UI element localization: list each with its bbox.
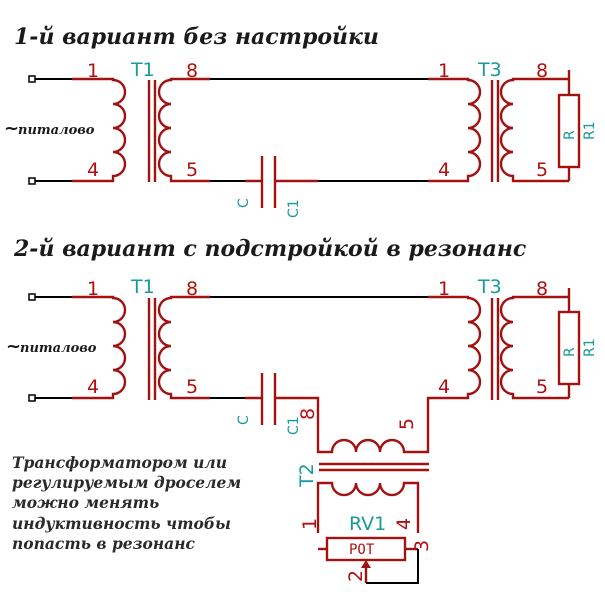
input-terminal-bottom-2 bbox=[28, 394, 72, 402]
c1-reference: C1 bbox=[286, 199, 302, 218]
input-terminal-top-2 bbox=[28, 293, 72, 301]
t2-pin-4: 4 bbox=[393, 518, 415, 530]
note-line-1: Трансформатором или bbox=[12, 453, 227, 472]
t3-pin-1-2: 1 bbox=[438, 278, 450, 300]
rv1-reference: RV1 bbox=[349, 513, 386, 535]
source-tilde-symbol: ~ bbox=[4, 118, 19, 139]
t1-reference-2: T1 bbox=[130, 276, 155, 298]
t2-reference: T2 bbox=[296, 463, 318, 488]
t3-reference-2: T3 bbox=[477, 276, 502, 298]
transformer-t1-2: T1 1 4 8 5 bbox=[72, 276, 210, 400]
t1-pin-4-2: 4 bbox=[87, 376, 99, 398]
capacitor-c1-2: C C1 bbox=[236, 373, 320, 435]
t3-pin-4-2: 4 bbox=[438, 376, 450, 398]
capacitor-c1: C C1 bbox=[236, 156, 318, 218]
source-tilde-symbol-2: ~ bbox=[6, 336, 21, 357]
note-line-4: индуктивность чтобы bbox=[12, 514, 231, 533]
t1-pin-8-2: 8 bbox=[186, 278, 198, 300]
note-line-2: регулируемым дроселем bbox=[12, 473, 241, 492]
t1-reference: T1 bbox=[130, 59, 155, 81]
t3-pin-4: 4 bbox=[438, 159, 450, 181]
t3-pin-1: 1 bbox=[438, 60, 450, 82]
transformer-t1: T1 1 4 8 5 bbox=[72, 59, 210, 183]
note-line-3: можно менять bbox=[12, 493, 159, 512]
transformer-t2: T2 8 5 1 4 bbox=[296, 408, 430, 533]
t1-pin-1-2: 1 bbox=[87, 278, 99, 300]
c1-value-2: C bbox=[236, 415, 252, 425]
variant-2-title: 2-й вариант с подстройкой в резонанс bbox=[13, 236, 527, 262]
t3-pin-5: 5 bbox=[536, 159, 548, 181]
t3-pin-8-2: 8 bbox=[536, 278, 548, 300]
t1-pin-1: 1 bbox=[87, 60, 99, 82]
input-terminal-top bbox=[28, 75, 72, 83]
r1-reference: R1 bbox=[582, 121, 598, 140]
potentiometer-rv1: RV1 POT 2 3 bbox=[318, 513, 433, 584]
t2-pin-5: 5 bbox=[396, 418, 418, 430]
t1-pin-8: 8 bbox=[186, 60, 198, 82]
source-label: питалово bbox=[18, 123, 95, 138]
t2-pin-8: 8 bbox=[297, 408, 319, 420]
t1-pin-5: 5 bbox=[186, 159, 198, 181]
t2-pin-1: 1 bbox=[299, 518, 321, 530]
note-line-5: попасть в резонанс bbox=[12, 534, 196, 553]
r1-value-2: R bbox=[562, 347, 578, 357]
input-terminal-bottom bbox=[28, 177, 72, 185]
variant-2-circuit: 2-й вариант с подстройкой в резонанс ~ п… bbox=[6, 236, 598, 584]
r1-value: R bbox=[562, 130, 578, 140]
rv1-value: POT bbox=[349, 542, 375, 558]
t1-pin-4: 4 bbox=[87, 159, 99, 181]
resistor-r1: R R1 bbox=[557, 70, 598, 181]
rv1-pin-3: 3 bbox=[411, 540, 433, 552]
variant-1-circuit: 1-й вариант без настройки ~ питалово T1 … bbox=[4, 24, 598, 218]
source-label-2: питалово bbox=[20, 341, 97, 356]
t3-pin-5-2: 5 bbox=[536, 376, 548, 398]
t1-pin-5-2: 5 bbox=[186, 376, 198, 398]
transformer-t3: T3 1 4 8 5 bbox=[428, 59, 569, 183]
rv1-pin-2: 2 bbox=[345, 570, 367, 582]
t3-pin-8: 8 bbox=[536, 60, 548, 82]
explanation-note: Трансформатором или регулируемым дроселе… bbox=[12, 453, 241, 553]
t3-reference: T3 bbox=[477, 59, 502, 81]
resistor-r1-2: R R1 bbox=[557, 288, 598, 398]
c1-value: C bbox=[236, 198, 252, 208]
r1-reference-2: R1 bbox=[582, 338, 598, 357]
transformer-t3-2: T3 1 4 8 5 bbox=[426, 276, 569, 427]
variant-1-title: 1-й вариант без настройки bbox=[14, 24, 379, 50]
c1-reference-2: C1 bbox=[286, 416, 302, 435]
